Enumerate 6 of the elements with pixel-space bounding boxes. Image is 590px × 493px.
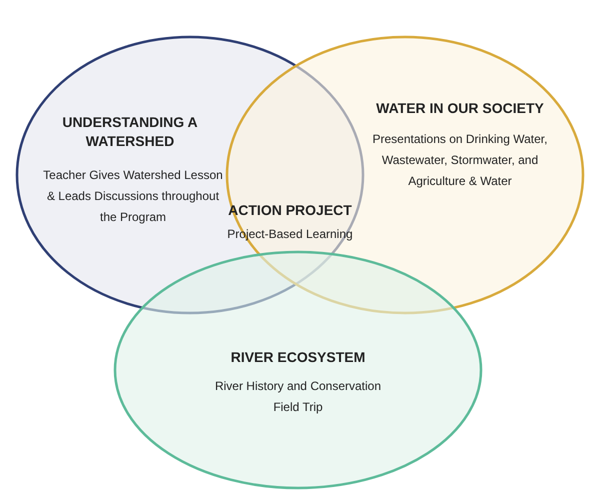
circle-heading: WATER IN OUR SOCIETY bbox=[375, 99, 545, 118]
circle-description: Teacher Gives Watershed Lesson & Leads Discussions throughout the Program bbox=[43, 167, 223, 226]
circle-description: Presentations on Drinking Water, Wastewater, Stormwater, and Agriculture & Water bbox=[372, 131, 548, 190]
circle-heading: RIVER ECOSYSTEM bbox=[230, 348, 366, 367]
circle-description: River History and Conservation Field Trip bbox=[214, 378, 382, 416]
circle-heading: UNDERSTANDING A WATERSHED bbox=[61, 113, 199, 151]
